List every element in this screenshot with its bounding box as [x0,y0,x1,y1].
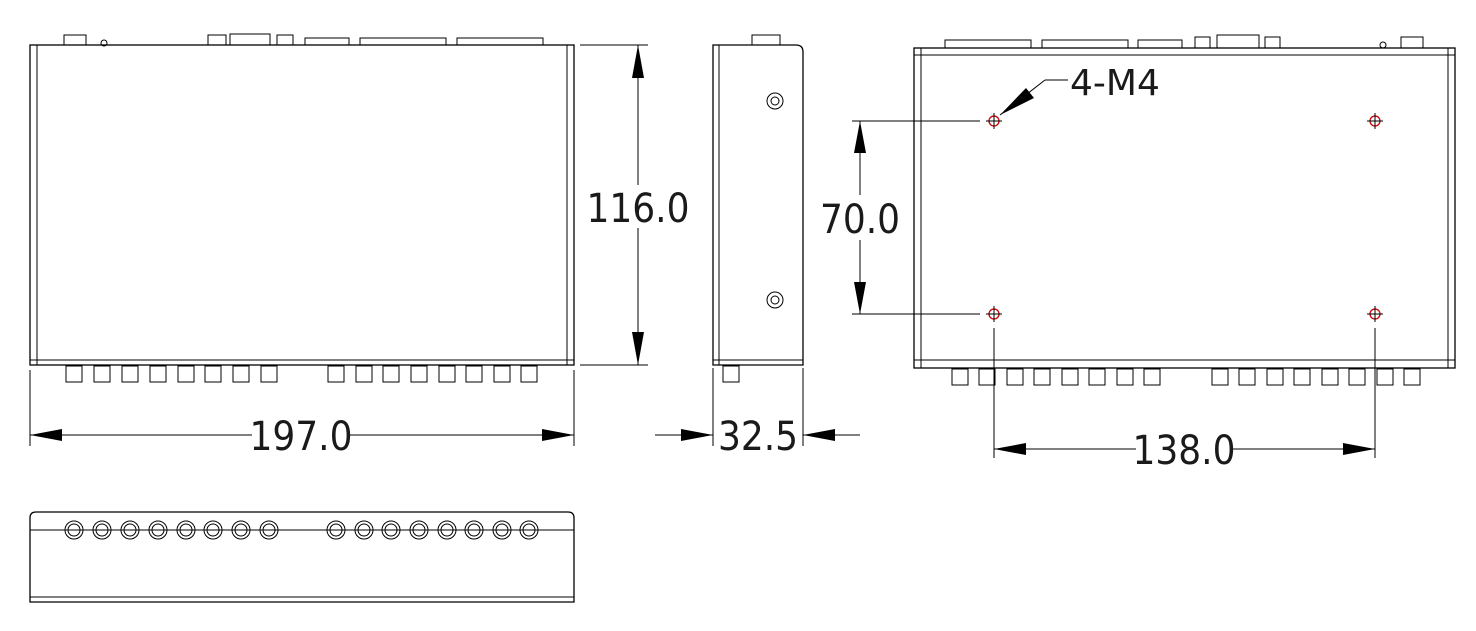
mounting-hole-icon [1367,306,1383,322]
hole-spacing-vertical-dimension: 70.0 [820,120,980,315]
jack-icon [492,520,512,540]
jack-icon [409,520,429,540]
front-view: 116.0 197.0 [29,33,690,460]
bottom-view: 4-M4 70.0 138.0 [820,34,1456,474]
mounting-holes [986,113,1383,322]
depth-dimension-label: 32.5 [718,414,798,460]
jack-icon [176,520,196,540]
front-panel-view [29,511,575,603]
width-dimension-label: 197.0 [250,414,353,460]
hole-spacing-horizontal-dimension: 138.0 [993,328,1376,474]
mounting-hole-icon [1367,113,1383,129]
jack-icon [326,520,346,540]
jack-icon [203,520,223,540]
jack-icon [148,520,168,540]
jack-icon [381,520,401,540]
mounting-hole-icon [986,306,1002,322]
jack-icon [464,520,484,540]
height-dimension: 116.0 [580,44,690,366]
jack-icon [259,520,279,540]
hole-spacing-horizontal-label: 138.0 [1133,428,1236,474]
jack-icon [231,520,251,540]
jack-icon [519,520,539,540]
jack-icon [354,520,374,540]
mounting-hole-callout: 4-M4 [999,63,1160,116]
jack-icon [437,520,457,540]
width-dimension: 197.0 [29,370,575,460]
height-dimension-label: 116.0 [587,186,690,232]
depth-dimension: 32.5 [655,368,860,460]
jack-icon [120,520,140,540]
hole-spacing-vertical-label: 70.0 [820,197,900,243]
front-jacks [65,365,538,383]
jack-icon [92,520,112,540]
side-view: 32.5 [655,34,860,460]
jack-icon [64,520,84,540]
mounting-hole-label: 4-M4 [1070,63,1160,104]
mounting-hole-icon [986,113,1002,129]
bottom-view-jacks [951,368,1421,386]
front-panel-jacks [64,520,539,540]
